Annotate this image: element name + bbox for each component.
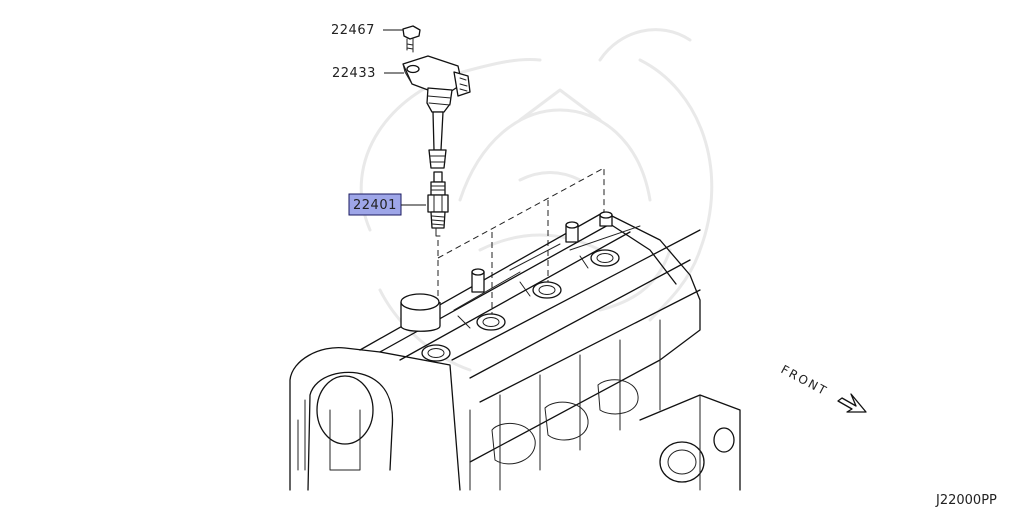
ignition-coil[interactable] [402,55,471,169]
callout-22467[interactable]: 22467 [331,23,403,38]
callout-label-22433: 22433 [332,66,376,81]
callout-22433[interactable]: 22433 [332,66,404,81]
front-label: FRONT [779,362,831,398]
diagram-code: J22000PP [935,493,997,508]
callout-label-22401: 22401 [353,198,397,213]
spark-plug[interactable] [427,171,449,237]
front-direction-indicator: FRONT [779,362,867,413]
front-arrow-icon [837,393,867,413]
callout-label-22467: 22467 [331,23,375,38]
coil-bolt[interactable] [402,25,421,53]
engine-cylinder-head [289,211,741,491]
callout-22401[interactable]: 22401 [348,193,426,216]
